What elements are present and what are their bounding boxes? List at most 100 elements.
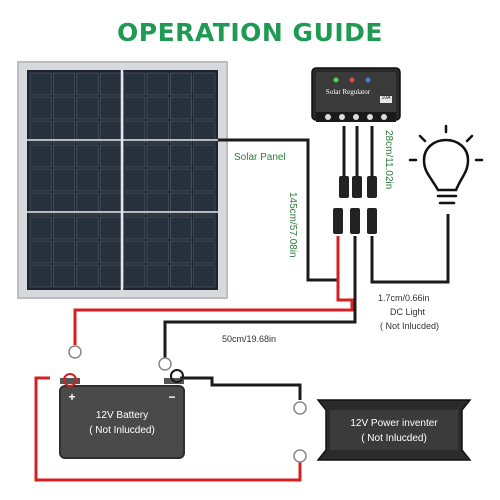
battery (59, 369, 185, 459)
solar-cell (123, 264, 146, 288)
solar-cell (146, 168, 169, 192)
solar-cell (76, 216, 99, 240)
solar-cells (29, 72, 216, 288)
solar-cell (193, 120, 216, 144)
solar-cell (146, 240, 169, 264)
solar-cell (53, 72, 76, 96)
solar-cell (99, 144, 122, 168)
solar-cell (170, 72, 193, 96)
solar-cell (123, 72, 146, 96)
solar-cell (170, 168, 193, 192)
solar-cell (146, 96, 169, 120)
solar-cell (53, 216, 76, 240)
regulator-cable-length-label: 28cm/11.02in (383, 130, 394, 190)
solar-cell (193, 96, 216, 120)
regulator-badge: 10A (381, 95, 391, 101)
solar-cell (170, 216, 193, 240)
solar-cell (146, 72, 169, 96)
battery-plus-sign: + (68, 390, 76, 404)
solar-cell (170, 96, 193, 120)
solar-cell (76, 120, 99, 144)
panel-cable-length-label: 145cm/57.08in (287, 192, 298, 258)
solar-cell (53, 96, 76, 120)
solar-cell (170, 264, 193, 288)
solar-cell (29, 240, 52, 264)
battery-minus-sign: − (168, 390, 176, 404)
solar-cell (53, 168, 76, 192)
solar-cell (99, 216, 122, 240)
solar-cell (123, 144, 146, 168)
battery-label: 12V Battery (95, 410, 149, 421)
solar-cell (53, 192, 76, 216)
solar-cell (29, 72, 52, 96)
power-inverter (316, 399, 472, 461)
battery-pos-cable (73, 236, 354, 345)
regulator-name: Solar Regulator (325, 88, 371, 96)
solar-cell (76, 240, 99, 264)
solar-cell (53, 240, 76, 264)
solar-cell (123, 192, 146, 216)
page-title: OPERATION GUIDE (117, 18, 383, 47)
battery-neg-cable (163, 236, 357, 360)
inverter-pos-cable (34, 376, 302, 482)
solar-cell (53, 264, 76, 288)
solar-panel (17, 61, 228, 299)
solar-cell (99, 264, 122, 288)
solar-cell (146, 216, 169, 240)
solar-cell (123, 168, 146, 192)
solar-cell (76, 96, 99, 120)
solar-cell (76, 72, 99, 96)
solar-cell (99, 72, 122, 96)
solar-cell (146, 192, 169, 216)
solar-cell (146, 264, 169, 288)
red-wires (34, 236, 354, 482)
solar-cell (193, 72, 216, 96)
solar-cell (29, 192, 52, 216)
solar-cell (53, 144, 76, 168)
solar-cell (99, 240, 122, 264)
solar-panel-label: Solar Panel (234, 152, 286, 163)
solar-cell (193, 144, 216, 168)
solar-cell (99, 168, 122, 192)
battery-note: ( Not Inlucded) (89, 425, 155, 436)
solar-cell (170, 192, 193, 216)
dc-light-length-label: 1.7cm/0.66in (378, 293, 430, 303)
solar-regulator (311, 67, 401, 122)
inverter-label: 12V Power inventer (350, 418, 438, 429)
solar-cell (76, 264, 99, 288)
solar-cell (29, 168, 52, 192)
solar-cell (193, 240, 216, 264)
ring-terminals (68, 345, 307, 463)
solar-cell (29, 96, 52, 120)
solar-cell (29, 216, 52, 240)
solar-cell (170, 240, 193, 264)
solar-cell (193, 216, 216, 240)
dc-light-label: DC Light (390, 307, 426, 317)
solar-cell (146, 120, 169, 144)
solar-cell (193, 168, 216, 192)
solar-cell (29, 144, 52, 168)
solar-cell (123, 120, 146, 144)
solar-cell (123, 96, 146, 120)
solar-cell (193, 192, 216, 216)
solar-cell (193, 264, 216, 288)
solar-cell (123, 240, 146, 264)
lamp-cable (370, 214, 450, 284)
solar-cell (170, 144, 193, 168)
inverter-neg-cable (180, 376, 302, 400)
inverter-note: ( Not Inlucded) (361, 433, 427, 444)
battery-cable-length-label: 50cm/19.68in (222, 334, 277, 344)
solar-cell (29, 264, 52, 288)
solar-cell (146, 144, 169, 168)
solar-cell (29, 120, 52, 144)
solar-cell (53, 120, 76, 144)
solar-cell (76, 144, 99, 168)
cable-connectors (333, 176, 377, 234)
dc-light-note: ( Not Inlucded) (380, 321, 440, 331)
solar-cell (123, 216, 146, 240)
solar-cell (170, 120, 193, 144)
solar-cell (76, 192, 99, 216)
solar-cell (76, 168, 99, 192)
light-bulb-icon (408, 124, 484, 205)
